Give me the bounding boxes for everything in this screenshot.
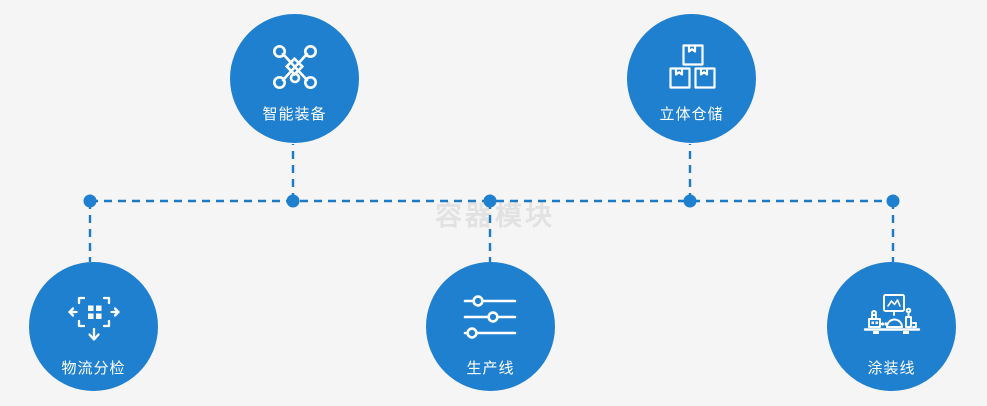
backbone-dot-1 [83,194,97,208]
node-logistics-sorting[interactable]: 物流分检 [29,262,158,391]
backbone-dot-2 [286,194,300,208]
sorting-arrows-grid-icon [29,262,158,356]
node-label: 物流分检 [61,360,126,377]
backbone-dot-3 [483,194,497,208]
node-label: 涂装线 [867,360,916,377]
factory-machine-icon [827,262,956,356]
node-production-line[interactable]: 生产线 [426,262,555,391]
backbone-dot-5 [886,194,900,208]
node-label: 生产线 [466,360,515,377]
sliders-icon [426,262,555,356]
node-stereoscopic-warehouse[interactable]: 立体仓储 [627,14,756,143]
backbone-dot-4 [683,194,697,208]
node-painting-line[interactable]: 涂装线 [827,262,956,391]
watermark-text: 容器模块 [435,201,555,231]
node-intelligent-equipment[interactable]: 智能装备 [230,14,359,143]
node-label: 立体仓储 [659,106,724,123]
node-label: 智能装备 [262,106,327,123]
network-nodes-icon [230,14,359,104]
stacked-boxes-icon [627,14,756,104]
